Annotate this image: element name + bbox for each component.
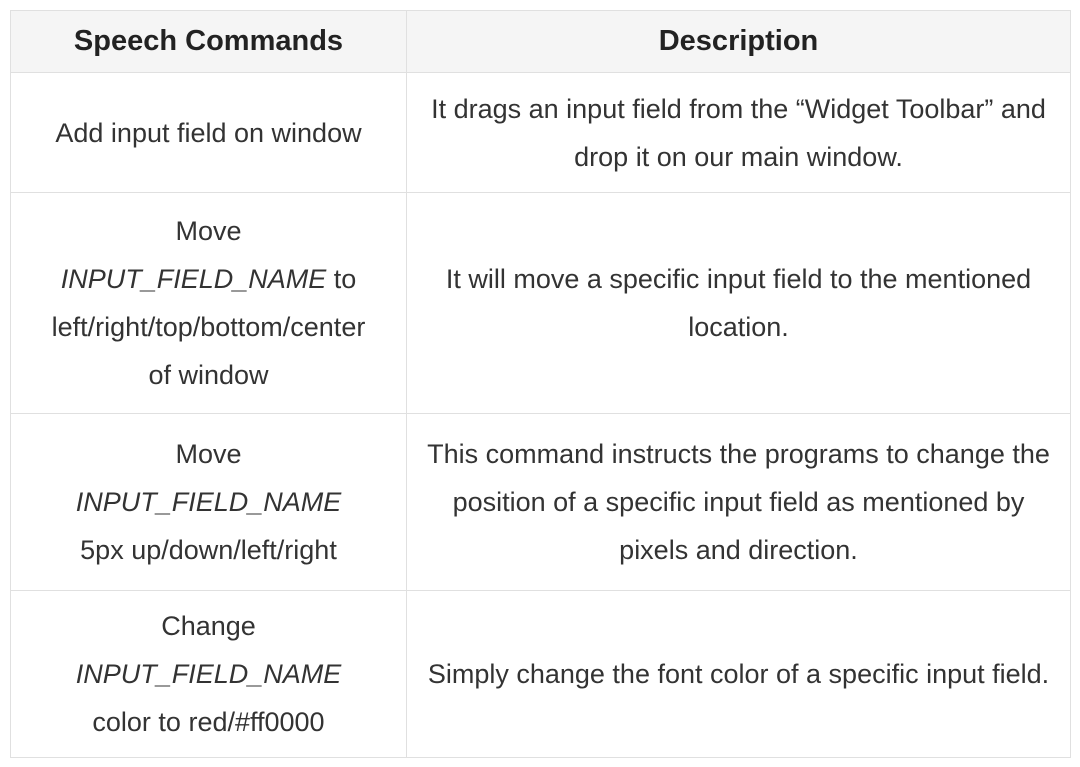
header-speech-commands: Speech Commands xyxy=(10,10,407,73)
description-cell: It will move a specific input field to t… xyxy=(406,192,1071,414)
placeholder-token: INPUT_FIELD_NAME xyxy=(60,264,327,294)
command-cell: Move INPUT_FIELD_NAME 5px up/down/left/r… xyxy=(10,413,407,591)
description-cell: It drags an input field from the “Widget… xyxy=(406,72,1071,193)
command-cell: Add input field on window xyxy=(10,72,407,193)
header-row: Speech Commands Description xyxy=(10,10,1071,73)
command-cell: Change INPUT_FIELD_NAME color to red/#ff… xyxy=(10,590,407,758)
speech-commands-table: Speech Commands Description Add input fi… xyxy=(10,10,1071,758)
description-cell: Simply change the font color of a specif… xyxy=(406,590,1071,758)
table-row: Move INPUT_FIELD_NAME to left/right/top/… xyxy=(10,192,1071,414)
command-cell: Move INPUT_FIELD_NAME to left/right/top/… xyxy=(10,192,407,414)
table-row: Change INPUT_FIELD_NAME color to red/#ff… xyxy=(10,590,1071,758)
header-description: Description xyxy=(406,10,1071,73)
placeholder-token: INPUT_FIELD_NAME xyxy=(75,487,342,517)
description-cell: This command instructs the programs to c… xyxy=(406,413,1071,591)
table-row: Move INPUT_FIELD_NAME 5px up/down/left/r… xyxy=(10,413,1071,591)
placeholder-token: INPUT_FIELD_NAME xyxy=(75,659,342,689)
